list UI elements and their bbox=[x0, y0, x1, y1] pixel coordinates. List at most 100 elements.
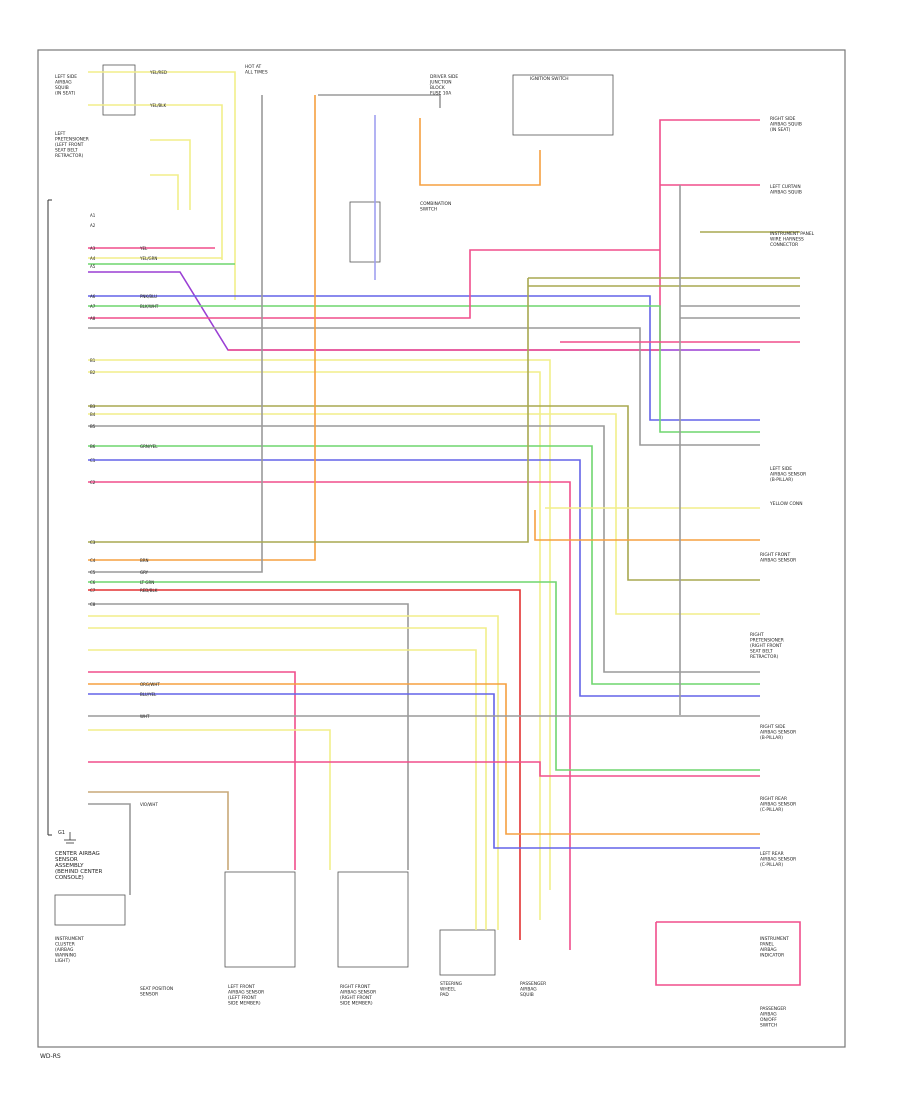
wire-8 bbox=[228, 119, 760, 351]
pin-label: A6 bbox=[90, 294, 96, 299]
wire-26 bbox=[88, 459, 760, 697]
wire-43 bbox=[88, 729, 331, 870]
pin-label: A2 bbox=[90, 223, 96, 228]
wire-23 bbox=[88, 413, 760, 615]
wire-28 bbox=[88, 95, 316, 561]
wire-12 bbox=[88, 327, 760, 446]
diagram-frame bbox=[37, 49, 846, 1048]
wire-color-label: PNK/BLU bbox=[140, 294, 157, 299]
pin-label: B5 bbox=[90, 424, 96, 429]
wire-color-label: BLU/YEL bbox=[140, 692, 157, 697]
wire-27 bbox=[88, 481, 571, 950]
pin-label: C3 bbox=[90, 540, 96, 545]
wire-37 bbox=[88, 627, 487, 930]
wire-9 bbox=[88, 295, 760, 421]
wire-45 bbox=[88, 791, 229, 870]
component-ignition-label: IGNITION SWITCH bbox=[530, 76, 569, 82]
pin-label-group: A1A2A3A4A5A6A7A8B1B2B3B4B5B6C1C2C3C4C5C6… bbox=[90, 213, 96, 607]
pin-label: C2 bbox=[90, 480, 96, 485]
wire-10 bbox=[88, 305, 760, 433]
ground-label: G1 bbox=[58, 830, 65, 836]
wire-25 bbox=[88, 445, 760, 685]
wire-39 bbox=[88, 671, 296, 870]
wire-3 bbox=[150, 174, 179, 210]
pin-label: A1 bbox=[90, 213, 96, 218]
wire-40 bbox=[88, 683, 760, 835]
pin-label: A4 bbox=[90, 256, 96, 261]
component-outlines bbox=[54, 64, 614, 976]
pin-label: B2 bbox=[90, 370, 96, 375]
pin-label: A5 bbox=[90, 264, 96, 269]
pin-label: A3 bbox=[90, 246, 96, 251]
wire-22 bbox=[88, 405, 760, 581]
wire-47 bbox=[655, 921, 801, 986]
pin-label: C7 bbox=[90, 588, 96, 593]
wire-color-label: BRN bbox=[140, 558, 149, 563]
ground-symbol bbox=[64, 832, 76, 844]
wire-11 bbox=[88, 249, 660, 319]
wire-1 bbox=[88, 104, 223, 260]
wire-label-group: YEL/REDYEL/BLKYELYEL/GRNPNK/BLUBLK/WHTGR… bbox=[139, 70, 167, 807]
footer-code: WD-RS bbox=[40, 1053, 61, 1060]
pin-label: C6 bbox=[90, 580, 96, 585]
wire-36 bbox=[88, 615, 499, 930]
pin-label: C1 bbox=[90, 458, 96, 463]
pin-label: B6 bbox=[90, 444, 96, 449]
wire-34 bbox=[88, 589, 521, 940]
pin-label: B4 bbox=[90, 412, 96, 417]
wire-color-label: GRY bbox=[140, 570, 149, 575]
wire-color-label: YEL bbox=[139, 246, 148, 251]
pin-label: B3 bbox=[90, 404, 96, 409]
pin-label: C4 bbox=[90, 558, 96, 563]
wire-50 bbox=[419, 118, 541, 186]
main-module-bracket bbox=[47, 199, 52, 836]
pin-label: C8 bbox=[90, 602, 96, 607]
wire-color-label: ORG/WHT bbox=[140, 682, 160, 687]
wire-color-label: WHT bbox=[140, 714, 150, 719]
pin-label: A7 bbox=[90, 304, 96, 309]
wire-color-label: YEL/RED bbox=[149, 70, 167, 75]
wire-color-label: BLK/WHT bbox=[140, 304, 159, 309]
wire-0 bbox=[88, 71, 236, 300]
wire-color-label: YEL/GRN bbox=[139, 256, 157, 261]
pin-label: A8 bbox=[90, 316, 96, 321]
wire-38 bbox=[88, 649, 477, 930]
wire-31 bbox=[534, 510, 760, 541]
wire-35 bbox=[88, 603, 409, 870]
wire-41 bbox=[88, 693, 760, 849]
wire-24 bbox=[88, 425, 760, 673]
pin-label: C5 bbox=[90, 570, 96, 575]
wire-color-label: LT GRN bbox=[140, 580, 154, 585]
wire-46 bbox=[88, 803, 131, 895]
wire-20 bbox=[88, 359, 551, 890]
wire-color-label: RED/BLK bbox=[140, 588, 158, 593]
wire-29 bbox=[88, 95, 263, 573]
wire-2 bbox=[150, 139, 191, 210]
wire-44 bbox=[88, 761, 760, 777]
wire-21 bbox=[88, 371, 541, 920]
wire-group bbox=[88, 71, 801, 986]
